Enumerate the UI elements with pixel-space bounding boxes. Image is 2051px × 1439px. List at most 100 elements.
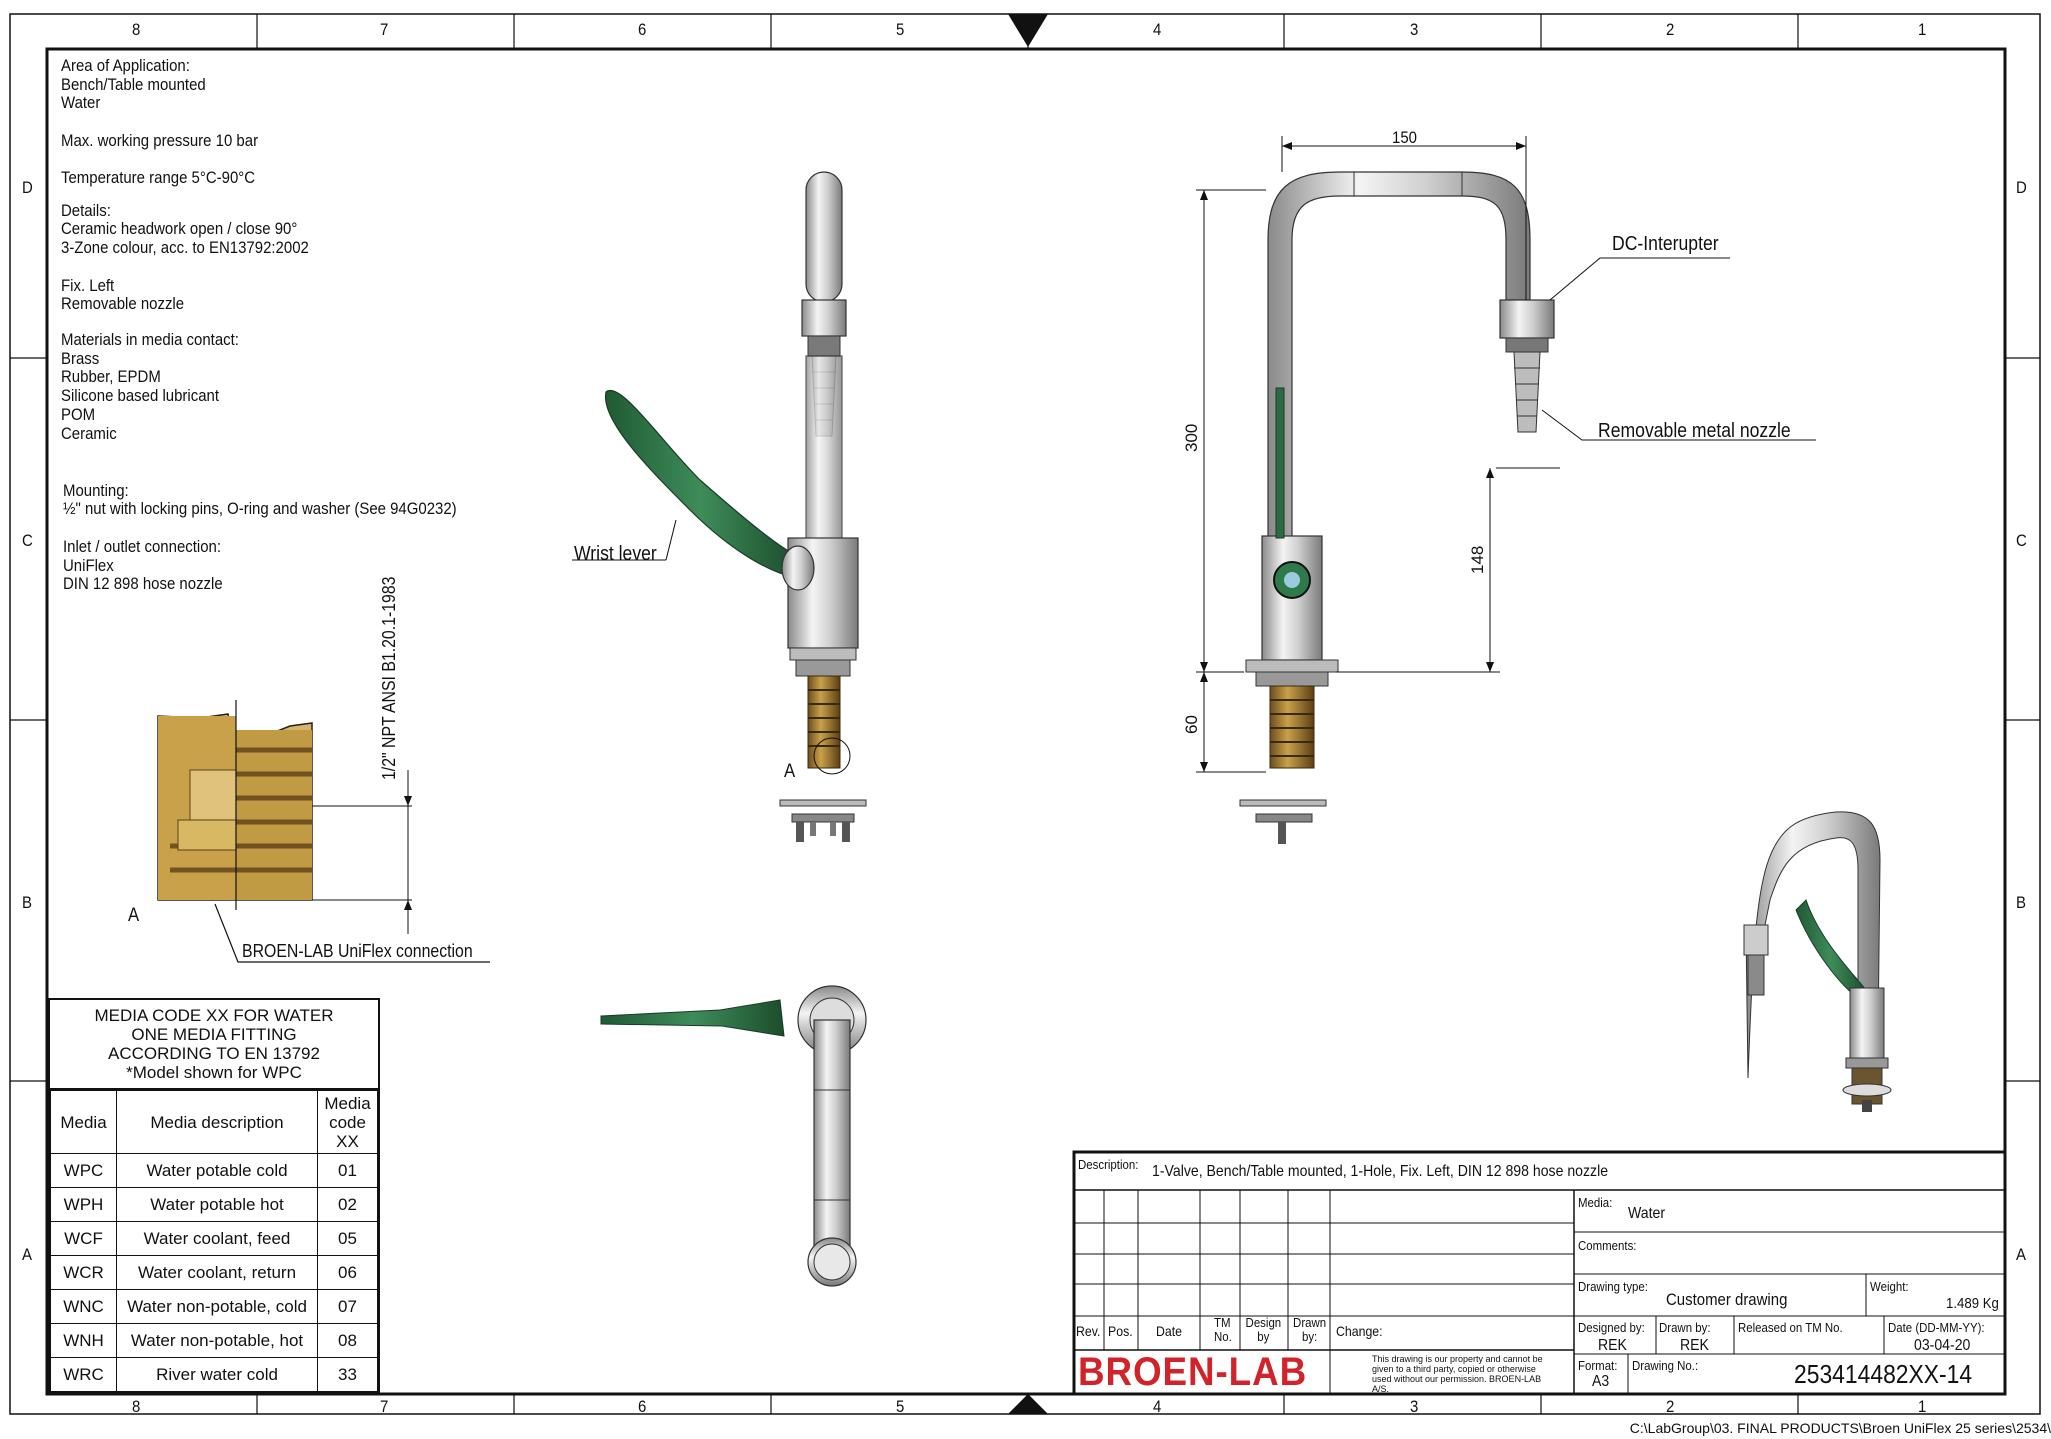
col-label: 4: [1153, 20, 1162, 39]
faucet-isometric-view: [1743, 811, 1892, 1112]
row-label: D: [22, 178, 33, 197]
pressure-note: Max. working pressure 10 bar: [61, 131, 259, 150]
faucet-front-view: [1196, 136, 1816, 844]
media-title-line: *Model shown for WPC: [126, 1063, 302, 1082]
media-cell: WNC: [50, 1289, 117, 1324]
col-label: 7: [380, 20, 389, 39]
row-label: C: [2016, 531, 2027, 550]
inlet-heading: Inlet / outlet connection:: [63, 537, 222, 556]
weight-label: Weight:: [1870, 1279, 1909, 1294]
media-title-line: ONE MEDIA FITTING: [131, 1025, 297, 1044]
drawing-no-value: 253414482XX-14: [1794, 1359, 1973, 1389]
col-label: 4: [1153, 1397, 1162, 1416]
row-label: B: [22, 893, 32, 912]
inlet-line: DIN 12 898 hose nozzle: [63, 574, 223, 593]
col-label: 7: [380, 1397, 389, 1416]
media-cell: WNH: [50, 1323, 117, 1358]
media-table-title: MEDIA CODE XX FOR WATER ONE MEDIA FITTIN…: [50, 1000, 378, 1090]
details-line: Ceramic headwork open / close 90°: [61, 219, 298, 238]
materials-line: POM: [61, 405, 96, 424]
row-label: A: [22, 1245, 32, 1264]
code-cell: 02: [317, 1187, 378, 1222]
materials-heading: Materials in media contact:: [61, 330, 239, 349]
col-label: 3: [1410, 1397, 1419, 1416]
drawn-by-value: REK: [1680, 1337, 1709, 1354]
faucet-top-view: [600, 985, 867, 1287]
media-table: Media Media description Media code XX WP…: [50, 1090, 378, 1392]
media-cell: WPC: [50, 1153, 117, 1188]
detail-a-section: [157, 700, 490, 963]
date-header: Date: [1156, 1323, 1183, 1339]
pos-header: Pos.: [1108, 1323, 1133, 1339]
area-heading: Area of Application:: [61, 56, 190, 75]
fix-line: Removable nozzle: [61, 294, 185, 313]
format-label: Format:: [1578, 1358, 1618, 1373]
materials-line: Silicone based lubricant: [61, 386, 220, 405]
file-path: C:\LabGroup\03. FINAL PRODUCTS\Broen Uni…: [1629, 1420, 2051, 1436]
drawing-no-label: Drawing No.:: [1632, 1358, 1699, 1373]
drawing-type-label: Drawing type:: [1578, 1279, 1648, 1294]
details-heading: Details:: [61, 201, 111, 220]
media-header: Media: [50, 1090, 117, 1154]
col-label: 1: [1918, 1397, 1927, 1416]
media-title-line: MEDIA CODE XX FOR WATER: [94, 1006, 334, 1025]
date-label: Date (DD-MM-YY):: [1888, 1320, 1985, 1335]
col-label: 6: [638, 1397, 647, 1416]
detail-a-marker: A: [784, 761, 796, 782]
code-cell: 05: [317, 1221, 378, 1256]
dim-width: 150: [1392, 128, 1417, 147]
col-label: 5: [896, 20, 905, 39]
design-header: Design by: [1245, 1315, 1282, 1344]
media-title-line: ACCORDING TO EN 13792: [108, 1044, 320, 1063]
media-cell: WRC: [50, 1357, 117, 1392]
dc-interupter-label: DC-Interupter: [1612, 233, 1719, 255]
materials-line: Rubber, EPDM: [61, 367, 161, 386]
drawing-type-value: Customer drawing: [1666, 1290, 1788, 1309]
media-cell: WPH: [50, 1187, 117, 1222]
description-label: Description:: [1078, 1157, 1139, 1172]
col-label: 6: [638, 20, 647, 39]
col-label: 2: [1666, 1397, 1675, 1416]
detail-a-label: A: [128, 905, 140, 926]
details-line: 3-Zone colour, acc. to EN13792:2002: [61, 238, 309, 257]
code-cell: 08: [317, 1323, 378, 1358]
row-label: B: [2016, 893, 2026, 912]
media-cell: WCR: [50, 1255, 117, 1290]
col-label: 8: [132, 20, 141, 39]
released-label: Released on TM No.: [1738, 1320, 1843, 1335]
broen-lab-logo: BROEN-LAB: [1078, 1350, 1308, 1394]
description-cell: Water non-potable, hot: [116, 1323, 318, 1358]
materials-line: Ceramic: [61, 424, 117, 443]
code-cell: 01: [317, 1153, 378, 1188]
designed-by-label: Designed by:: [1578, 1320, 1645, 1335]
col-label: 1: [1918, 20, 1927, 39]
tm-header: TM No.: [1214, 1315, 1232, 1344]
description-cell: Water potable cold: [116, 1153, 318, 1188]
row-label: D: [2016, 178, 2027, 197]
wrist-lever-label: Wrist lever: [574, 543, 657, 565]
row-label: C: [22, 531, 33, 550]
fix-line: Fix. Left: [61, 276, 115, 295]
area-line: Water: [61, 93, 101, 112]
media-value: Water: [1628, 1205, 1666, 1222]
area-line: Bench/Table mounted: [61, 75, 206, 94]
description-cell: River water cold: [116, 1357, 318, 1392]
uniflex-label: BROEN-LAB UniFlex connection: [242, 941, 473, 961]
description-cell: Water non-potable, cold: [116, 1289, 318, 1324]
drawn-by-label: Drawn by:: [1659, 1320, 1711, 1335]
weight-value: 1.489 Kg: [1946, 1295, 1999, 1312]
mounting-line: ½" nut with locking pins, O-ring and was…: [63, 499, 457, 518]
description-value: 1-Valve, Bench/Table mounted, 1-Hole, Fi…: [1152, 1163, 1609, 1180]
col-label: 3: [1410, 20, 1419, 39]
media-label: Media:: [1578, 1195, 1613, 1210]
temperature-note: Temperature range 5°C-90°C: [61, 168, 256, 187]
code-cell: 07: [317, 1289, 378, 1324]
inlet-line: UniFlex: [63, 556, 114, 575]
faucet-side-view: [572, 171, 867, 842]
